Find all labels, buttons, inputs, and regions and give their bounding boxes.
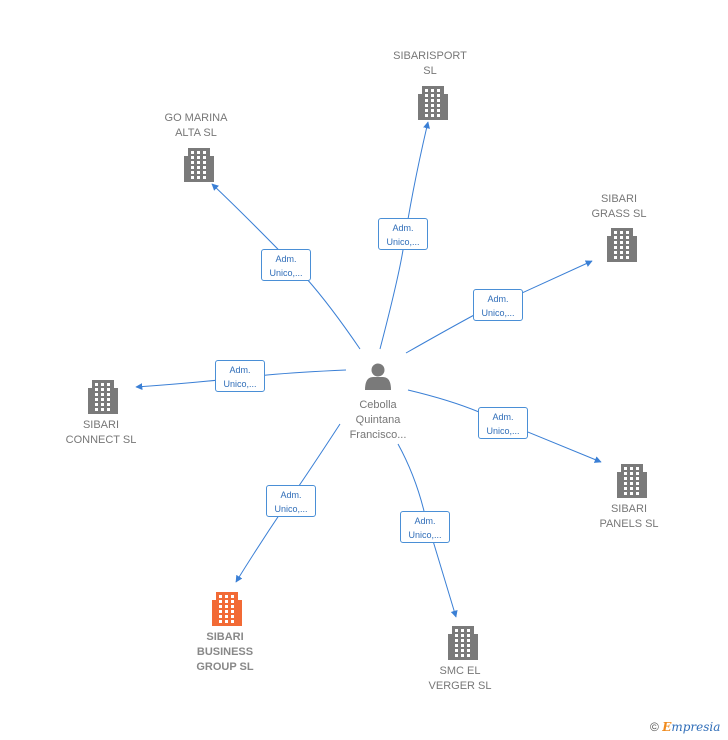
building-icon-sibari-panels[interactable] (617, 464, 647, 498)
center-person-label[interactable]: Cebolla Quintana Francisco... (349, 399, 407, 441)
copyright-icon: © (650, 720, 659, 734)
edge-label-sibari-connect[interactable]: Adm. Unico,... (215, 360, 265, 392)
building-icon-sibari-connect[interactable] (88, 380, 118, 414)
company-label-go-marina[interactable]: GO MARINA ALTA SL (164, 112, 228, 139)
person-icon[interactable] (365, 363, 391, 391)
edges-layer (135, 121, 602, 618)
building-icon-smc-el-verger[interactable] (448, 626, 478, 660)
building-icon-sibari-grass[interactable] (607, 228, 637, 262)
edge-label-sibari-panels[interactable]: Adm. Unico,... (478, 407, 528, 439)
edge-label-go-marina[interactable]: Adm. Unico,... (261, 249, 311, 281)
brand-logo: Empresia (662, 720, 721, 734)
icons-layer (88, 86, 647, 660)
footer-brand: © Empresia (650, 720, 720, 734)
company-label-sibarisport[interactable]: SIBARISPORT SL (393, 50, 467, 77)
building-icon-go-marina[interactable] (184, 148, 214, 182)
edge-label-sibari-grass[interactable]: Adm. Unico,... (473, 289, 523, 321)
edge-label-smc-el-verger[interactable]: Adm. Unico,... (400, 511, 450, 543)
company-label-sibari-connect[interactable]: SIBARI CONNECT SL (65, 419, 137, 446)
edge-label-sibarisport[interactable]: Adm. Unico,... (378, 218, 428, 250)
edge-label-sibari-business[interactable]: Adm. Unico,... (266, 485, 316, 517)
building-icon-sibari-business[interactable] (212, 592, 242, 626)
company-label-sibari-business[interactable]: SIBARI BUSINESS GROUP SL (196, 631, 254, 673)
company-label-sibari-panels[interactable]: SIBARI PANELS SL (599, 503, 659, 530)
building-icon-sibarisport[interactable] (418, 86, 448, 120)
company-label-sibari-grass[interactable]: SIBARI GRASS SL (591, 193, 647, 220)
company-label-smc-el-verger[interactable]: SMC EL VERGER SL (428, 665, 492, 692)
